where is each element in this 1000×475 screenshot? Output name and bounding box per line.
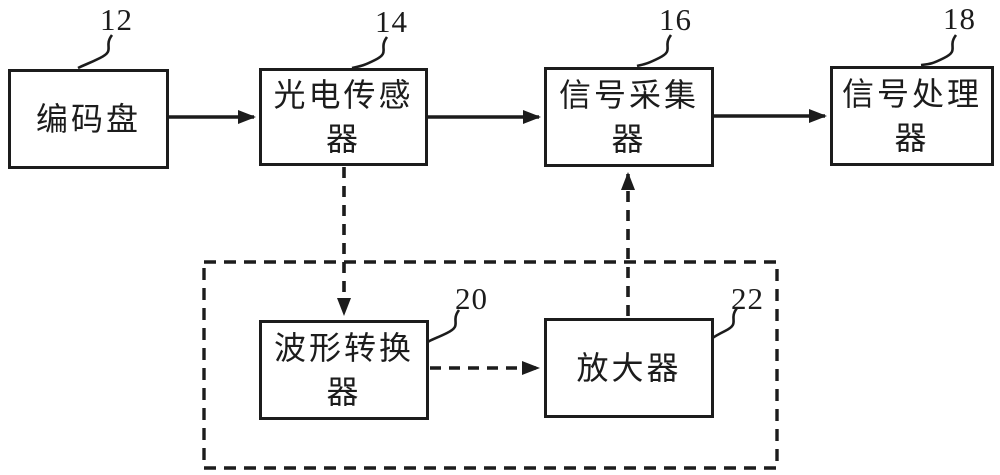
box-encoder-disk: 编码盘 — [8, 69, 169, 169]
leader-line-18 — [920, 34, 958, 67]
box-photoelectric-sensor: 光电传感器 — [259, 68, 428, 166]
ref-label-16: 16 — [659, 2, 692, 37]
leader-line-16 — [636, 34, 673, 68]
ref-label-18: 18 — [943, 1, 976, 36]
ref-label-14: 14 — [375, 4, 408, 39]
box-waveform-converter-label: 波形转换器 — [273, 330, 414, 410]
box-waveform-converter: 波形转换器 — [259, 320, 429, 420]
leader-line-12 — [77, 34, 114, 70]
box-amplifier-label: 放大器 — [576, 350, 682, 386]
ref-label-12: 12 — [100, 2, 133, 37]
ref-label-22: 22 — [731, 281, 764, 316]
ref-label-20: 20 — [455, 281, 488, 316]
box-signal-collector: 信号采集器 — [544, 67, 714, 167]
leader-line-14 — [351, 36, 389, 70]
box-signal-processor-label: 信号处理器 — [841, 76, 982, 156]
box-signal-collector-label: 信号采集器 — [558, 77, 699, 157]
box-amplifier: 放大器 — [544, 318, 714, 418]
box-encoder-disk-label: 编码盘 — [35, 101, 141, 137]
dashed-group-outline — [202, 260, 779, 470]
box-signal-processor: 信号处理器 — [830, 66, 994, 166]
box-photoelectric-sensor-label: 光电传感器 — [273, 77, 414, 157]
